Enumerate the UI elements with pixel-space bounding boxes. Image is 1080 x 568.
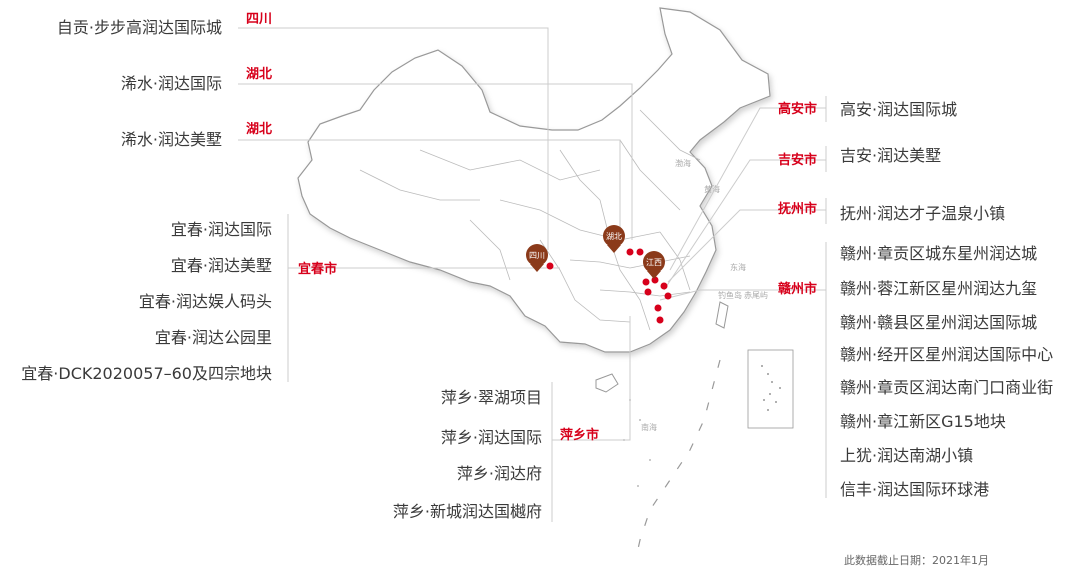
pingxiang-project-4: 萍乡·新城润达国樾府 xyxy=(392,502,542,521)
fuzhou-project: 抚州·润达才子温泉小镇 xyxy=(840,204,1006,223)
jian-project: 吉安·润达美墅 xyxy=(840,146,942,165)
ganzhou-project-2: 赣州·蓉江新区星州润达九玺 xyxy=(840,279,1038,298)
pingxiang-project-2: 萍乡·润达国际 xyxy=(440,428,542,447)
marker-sichuan: 四川 xyxy=(526,244,548,272)
svg-text:四川: 四川 xyxy=(529,251,545,260)
project-dots xyxy=(546,248,672,324)
svg-text:湖北: 湖北 xyxy=(606,232,622,241)
leader-lines xyxy=(238,27,827,522)
chiwei-label: 赤尾屿 xyxy=(744,291,768,300)
diaoyu-label: 钓鱼岛 xyxy=(718,290,742,300)
city-gaoan: 高安市 xyxy=(778,102,818,117)
city-fuzhou: 抚州市 xyxy=(778,202,818,217)
china-outline xyxy=(297,7,771,353)
huanghai-label: 黄海 xyxy=(704,184,720,194)
yichun-project-2: 宜春·润达美墅 xyxy=(170,256,272,275)
ganzhou-project-8: 信丰·润达国际环球港 xyxy=(840,480,990,499)
province-borders xyxy=(359,109,701,331)
maritime-dashes xyxy=(635,359,721,559)
south-sea-inset xyxy=(747,349,794,429)
yichun-project-1: 宜春·润达国际 xyxy=(170,220,272,239)
bohai-label: 渤海 xyxy=(675,158,691,168)
nanhai-label: 南海 xyxy=(641,422,657,432)
pingxiang-project-1: 萍乡·翠湖项目 xyxy=(440,388,542,407)
south-sea-dots xyxy=(623,399,651,487)
yichun-project-4: 宜春·润达公园里 xyxy=(154,328,272,347)
tag-hubei-2: 湖北 xyxy=(246,122,273,137)
svg-text:江西: 江西 xyxy=(646,258,662,267)
data-cutoff-note: 此数据截止日期：2021年1月 xyxy=(844,554,989,567)
project-xishui-meishu: 浠水·润达美墅 xyxy=(120,130,222,149)
city-pingxiang: 萍乡市 xyxy=(560,428,600,443)
taiwan-island xyxy=(715,301,729,329)
city-yichun: 宜春市 xyxy=(298,262,338,277)
yichun-project-3: 宜春·润达娱人码头 xyxy=(138,292,272,311)
city-jian: 吉安市 xyxy=(778,153,818,168)
south-sea-islands xyxy=(761,365,781,411)
ganzhou-project-6: 赣州·章江新区G15地块 xyxy=(840,412,1006,431)
ganzhou-project-4: 赣州·经开区星州润达国际中心 xyxy=(840,345,1054,364)
ganzhou-project-7: 上犹·润达南湖小镇 xyxy=(840,446,974,465)
tag-sichuan: 四川 xyxy=(246,12,273,27)
ganzhou-project-3: 赣州·赣县区星州润达国际城 xyxy=(840,313,1038,332)
project-xishui-guoji: 浠水·润达国际 xyxy=(120,74,222,93)
pingxiang-project-3: 萍乡·润达府 xyxy=(456,464,542,483)
marker-jiangxi: 江西 xyxy=(643,251,665,279)
tag-hubei-1: 湖北 xyxy=(246,67,273,82)
project-zigong: 自贡·步步高润达国际城 xyxy=(56,18,222,37)
ganzhou-project-1: 赣州·章贡区城东星州润达城 xyxy=(840,244,1038,263)
gaoan-project: 高安·润达国际城 xyxy=(840,100,958,119)
donghai-label: 东海 xyxy=(730,262,746,272)
ganzhou-project-5: 赣州·章贡区润达南门口商业街 xyxy=(840,378,1054,397)
city-ganzhou: 赣州市 xyxy=(778,282,818,297)
hainan-island xyxy=(595,373,619,393)
yichun-project-5: 宜春·DCK2020057–60及四宗地块 xyxy=(21,364,272,383)
marker-hubei: 湖北 xyxy=(603,225,625,253)
